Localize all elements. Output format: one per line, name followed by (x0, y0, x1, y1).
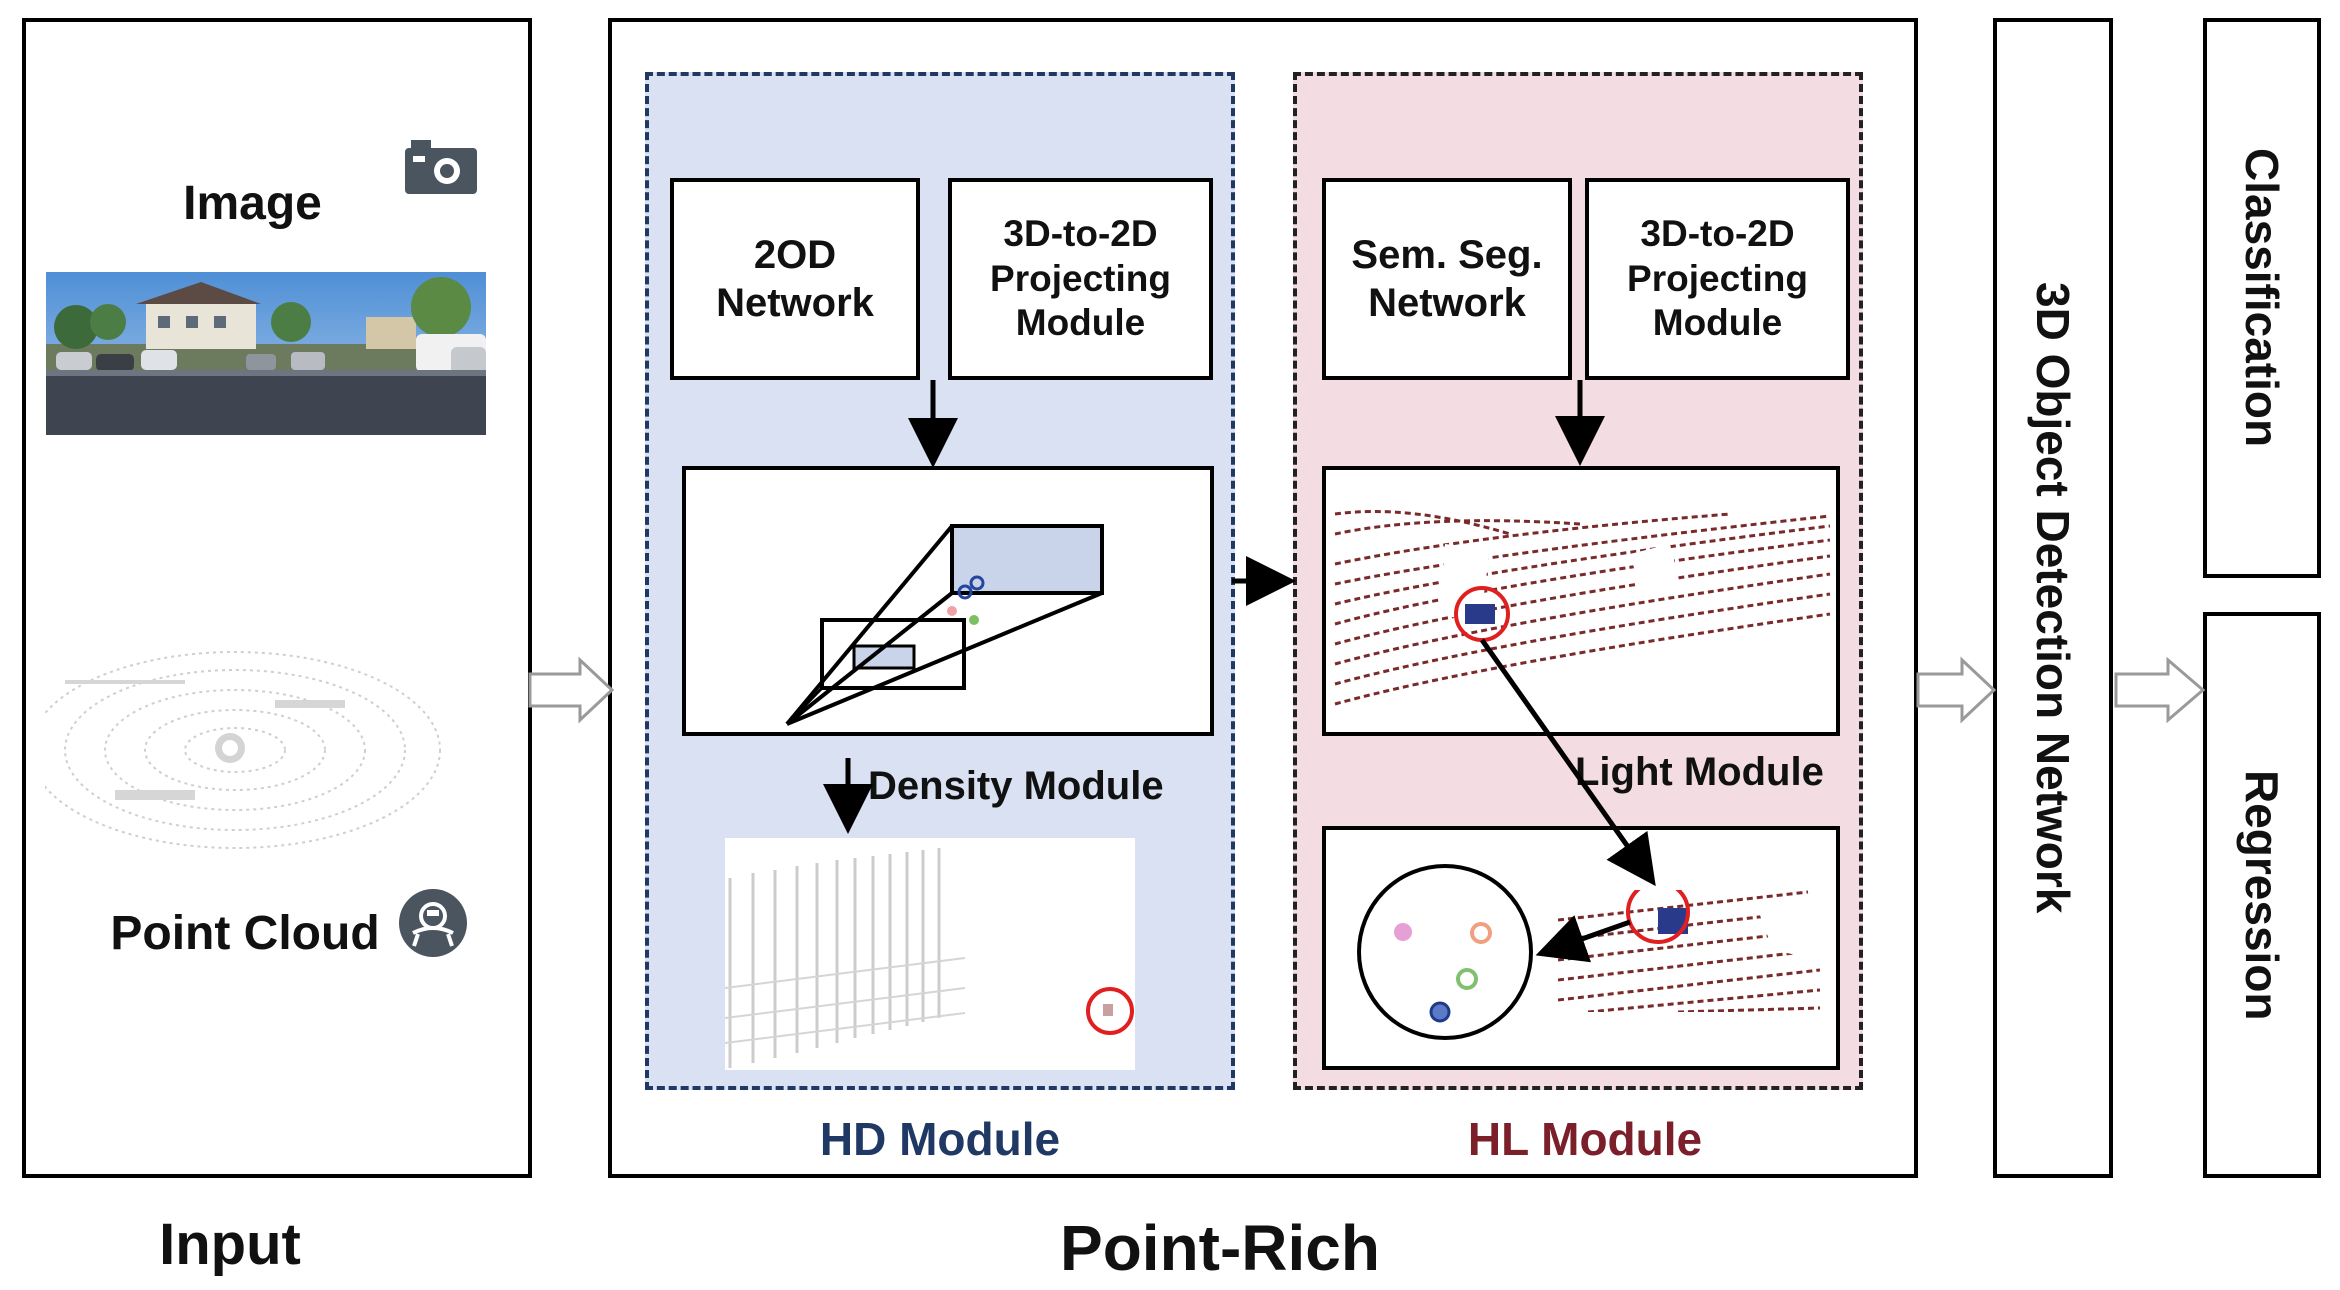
sem-seg-network-label: Sem. Seg. Network (1351, 233, 1543, 325)
camera-icon (405, 140, 477, 194)
density-point-cloud-image (725, 838, 1135, 1070)
2od-network-box: 2OD Network (670, 178, 920, 380)
arrow-lidar-to-zoom (1479, 638, 1656, 887)
hd-projecting-module-label: 3D-to-2D Projecting Module (990, 213, 1171, 344)
classification-label: Classification (2236, 148, 2288, 448)
lidar-scan-box (1322, 466, 1840, 736)
frustum-diagram (785, 524, 1104, 726)
classification-box: Classification (2203, 18, 2321, 578)
regression-label: Regression (2236, 769, 2288, 1021)
lidar-sensor-icon (399, 889, 467, 957)
hd-module-title: HD Module (819, 1113, 1061, 1165)
hl-projecting-module-box: 3D-to-2D Projecting Module (1585, 178, 1850, 380)
zoom-circle-diagram (1357, 864, 1533, 1040)
light-module-label: Light Module (1575, 750, 1824, 794)
lidar-scan-image (1334, 510, 1831, 706)
hl-projecting-module-label: 3D-to-2D Projecting Module (1627, 213, 1808, 344)
detection-network-label: 3D Object Detection Network (2027, 282, 2079, 914)
frustum-box (682, 466, 1214, 736)
input-caption: Input (159, 1212, 301, 1277)
sem-seg-network-box: Sem. Seg. Network (1322, 178, 1572, 380)
image-label: Image (183, 177, 322, 230)
density-module-label: Density Module (868, 764, 1164, 808)
regression-box: Regression (2203, 612, 2321, 1178)
point-rich-caption: Point-Rich (1060, 1212, 1380, 1284)
input-panel (22, 18, 532, 1178)
arrow-zoom-to-circle (1535, 915, 1631, 963)
input-point-cloud (45, 651, 441, 849)
point-cloud-label: Point Cloud (110, 907, 380, 960)
street-scene-photo (46, 272, 486, 435)
detection-network-box: 3D Object Detection Network (1993, 18, 2113, 1178)
zoom-lidar-crop (1558, 890, 1820, 1012)
hollow-arrow-icon (528, 656, 2206, 724)
hd-projecting-module-box: 3D-to-2D Projecting Module (948, 178, 1213, 380)
hl-module-title: HL Module (1467, 1113, 1703, 1165)
2od-network-label: 2OD Network (716, 233, 874, 325)
